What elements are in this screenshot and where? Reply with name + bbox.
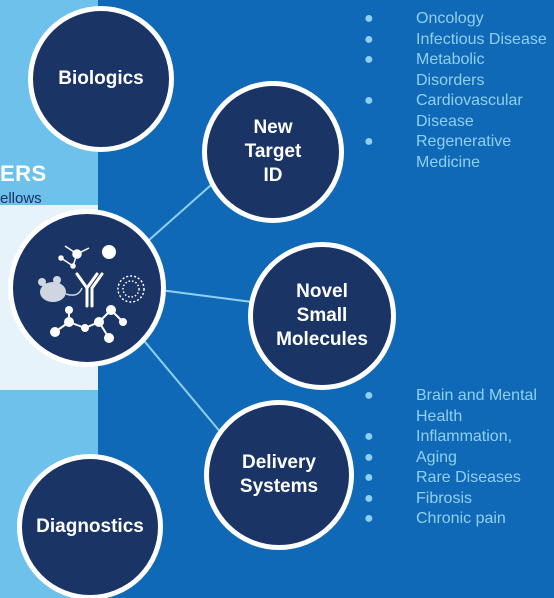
bullet-icon: ● [364, 51, 374, 68]
nanoparticle-icon [117, 275, 145, 303]
list-item: ● Aging [364, 448, 554, 469]
list-item-label: Infectious Disease [416, 30, 547, 48]
molecule-icon [58, 245, 90, 269]
disease-list-bottom: ●Brain and Mental Health ●Inflammation, … [364, 386, 554, 530]
connector-hub-to-novel [159, 289, 253, 303]
list-item-label: Metabolic Disorders [416, 51, 485, 89]
antibody-icon [75, 272, 104, 308]
list-item: ● Rare Diseases [364, 468, 554, 489]
bullet-icon: ● [364, 10, 374, 27]
node-novel-small-molecules-label: Novel Small Molecules [276, 281, 368, 350]
mouse-icon [38, 276, 83, 302]
bullet-icon: ● [364, 133, 374, 150]
node-diagnostics-label: Diagnostics [36, 516, 144, 538]
list-item: ● Inflammation, [364, 427, 554, 448]
node-delivery-systems-label: Delivery Systems [239, 452, 319, 497]
bullet-icon: ● [364, 30, 374, 48]
list-item-label: Chronic pain [416, 510, 506, 527]
node-new-target-id: New Target ID [202, 81, 344, 223]
list-item: ● Cardiovascular Disease [364, 91, 554, 132]
bullet-icon: ● [364, 92, 374, 109]
bullet-icon: ● [364, 469, 374, 486]
bullet-icon: ● [364, 489, 374, 507]
list-item-label: Inflammation, [416, 428, 513, 445]
list-item-label: Aging [416, 448, 457, 466]
node-biologics: Biologics [28, 6, 174, 152]
dot-icon [102, 245, 116, 259]
partial-subtext: ellows [0, 190, 42, 207]
list-item: ● Infectious Disease [364, 30, 554, 51]
list-item-label: Regenerative Medicine [416, 133, 512, 171]
list-item: ● Regenerative Medicine [364, 132, 554, 173]
list-item: ● Brain and Mental Health [364, 386, 554, 427]
node-delivery-systems: Delivery Systems [204, 400, 354, 550]
hub-node [8, 209, 166, 367]
list-item-label: Cardiovascular Disease [416, 92, 523, 130]
node-diagnostics: Diagnostics [17, 454, 163, 598]
node-novel-small-molecules: Novel Small Molecules [248, 242, 396, 390]
list-item-label: Fibrosis [416, 489, 473, 507]
bullet-icon: ● [364, 387, 374, 404]
molecular-network-icon [50, 305, 127, 343]
hub-illustration [38, 245, 145, 343]
partial-heading: ERS [0, 161, 47, 186]
node-new-target-id-label: New Target ID [244, 117, 302, 186]
list-item-label: Brain and Mental Health [416, 387, 537, 425]
list-item: ● Fibrosis [364, 489, 554, 510]
connector-hub-to-delivery [139, 335, 223, 435]
bullet-icon: ● [364, 428, 374, 445]
bullet-icon: ● [364, 448, 374, 466]
list-item: ● Oncology [364, 9, 554, 30]
bullet-icon: ● [364, 510, 374, 527]
node-biologics-label: Biologics [58, 68, 144, 90]
disease-list-top: ● Oncology ● Infectious Disease ● Metabolic… [364, 9, 554, 173]
list-item-label: Rare Diseases [416, 469, 521, 486]
list-item: ● Metabolic Disorders [364, 50, 554, 91]
list-item: ● Chronic pain [364, 509, 554, 530]
list-item-label: Oncology [416, 10, 484, 27]
